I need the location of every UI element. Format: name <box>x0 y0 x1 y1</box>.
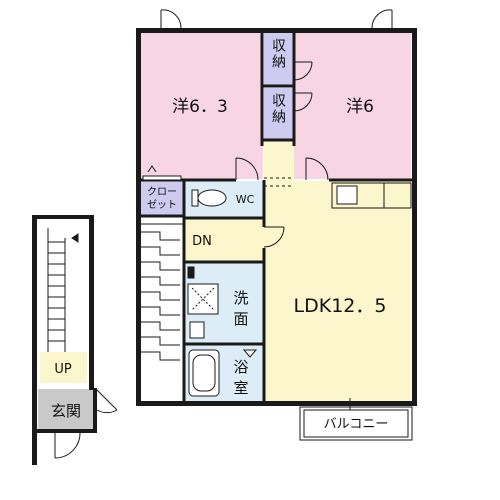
stairs <box>47 223 184 361</box>
stove-icon <box>336 185 358 205</box>
fridge-space <box>383 182 412 209</box>
entrance-floor <box>38 389 95 430</box>
western-room-right-floor <box>294 33 411 179</box>
bathtub-inner-icon <box>192 354 216 392</box>
wall-stair-top <box>32 215 94 219</box>
western-room-left-label: 洋6．3 <box>172 97 228 117</box>
ldk-label: LDK12．5 <box>294 295 387 317</box>
bath-door-triangle-icon <box>242 349 258 358</box>
labels: 洋6．3 洋6 収納 収納 クロー ゼット WC DN 洗 面 LDK12．5 … <box>51 38 388 432</box>
door-swing-top-right <box>371 9 393 29</box>
dn-hall-floor <box>184 218 265 262</box>
bath-label-line1: 浴 <box>233 358 248 376</box>
wall-stair-left <box>32 215 37 465</box>
door-swing-top-left <box>160 9 182 29</box>
ldk-floor <box>264 181 411 401</box>
storage-bottom-floor <box>264 88 294 140</box>
balcony <box>299 398 413 441</box>
wall-bottom <box>136 401 417 406</box>
wall-entrance-bottom <box>32 429 97 433</box>
interior-walls <box>141 33 412 401</box>
side-stair-rail <box>47 228 66 352</box>
toilet-icon <box>197 189 227 207</box>
bath-label-line2: 室 <box>233 379 248 397</box>
door-swing-storage-top <box>293 61 313 81</box>
wall-top <box>136 28 417 33</box>
wall-stair-right <box>89 215 94 390</box>
door-swing-room-left <box>235 157 259 181</box>
corridor-floor <box>264 142 294 182</box>
storage-top-label: 収納 <box>270 38 286 70</box>
wall-right <box>412 28 417 406</box>
closet-floor <box>141 181 184 216</box>
storage-top-floor <box>264 33 294 86</box>
storage-bottom-label: 収納 <box>270 93 286 125</box>
fixtures <box>142 175 412 397</box>
closet-arrow <box>147 165 157 173</box>
dn-label: DN <box>192 234 212 249</box>
sink-x-icon <box>191 287 215 311</box>
closet-label-line2: ゼット <box>147 199 177 211</box>
up-label: UP <box>54 362 72 377</box>
washing-machine-icon <box>189 321 205 339</box>
up-floor <box>40 352 87 383</box>
side-stair-arrow <box>71 233 79 243</box>
washroom-label-line1: 洗 <box>233 289 248 307</box>
corridor-dashes <box>264 177 294 187</box>
closet-label-line1: クロー <box>147 186 177 198</box>
closet-fold-door <box>142 175 182 181</box>
entrance-label: 玄関 <box>51 402 81 420</box>
washroom-label-line2: 面 <box>233 310 248 328</box>
door-swing-entrance-bottom <box>54 432 81 459</box>
western-room-right-label: 洋6 <box>346 97 374 117</box>
wall-left <box>136 28 141 406</box>
toilet-tank <box>191 189 199 207</box>
wall-entrance-right <box>93 388 97 433</box>
balcony-label: バルコニー <box>324 417 389 432</box>
balcony-inner <box>303 409 409 438</box>
door-swing-room-right <box>305 157 329 181</box>
western-room-left-floor <box>141 33 263 179</box>
wc-label: WC <box>236 193 255 206</box>
doors <box>54 9 393 459</box>
door-swing-entrance <box>96 389 118 414</box>
main-stair-steps <box>141 231 180 361</box>
walls <box>32 28 417 465</box>
door-swing-wc <box>263 226 285 248</box>
ldk-door-mark <box>187 266 195 279</box>
door-swing-storage-bottom <box>293 92 313 112</box>
side-stair-steps <box>48 241 65 342</box>
